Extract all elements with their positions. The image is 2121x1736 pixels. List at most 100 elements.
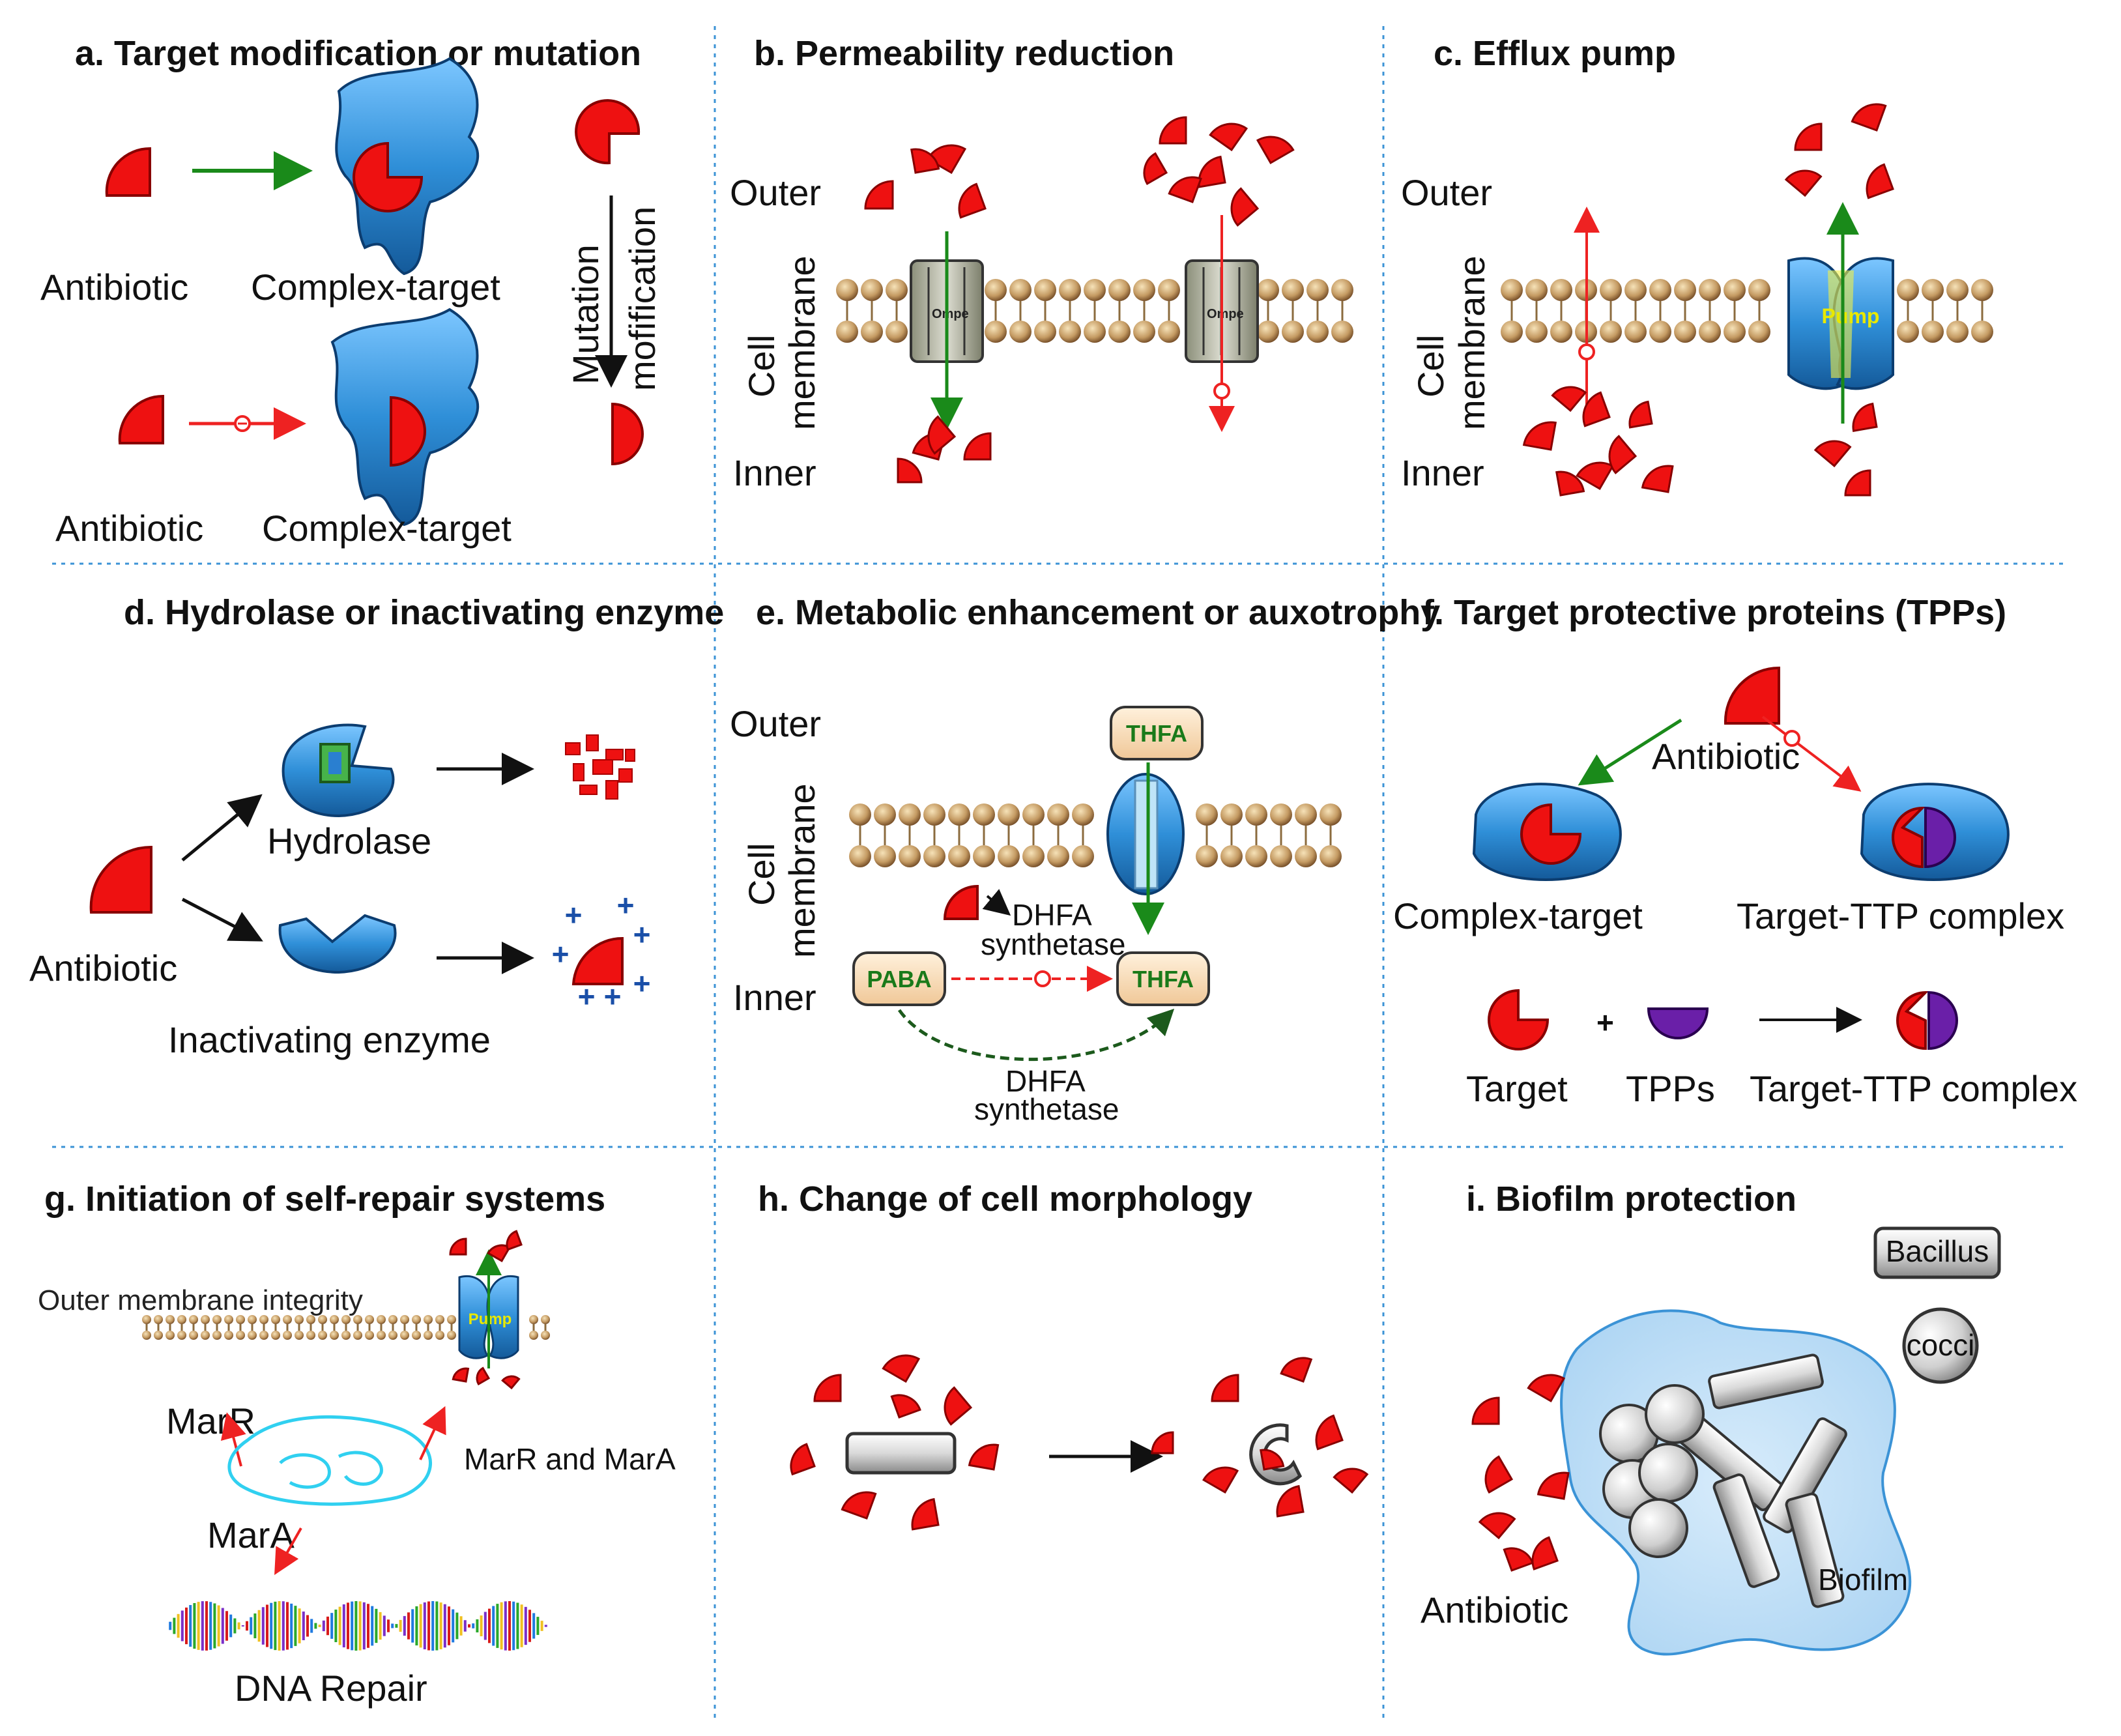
antibiotic-wedge	[897, 457, 923, 484]
lipid-head	[1047, 845, 1069, 867]
lipid-head	[1649, 279, 1671, 301]
lipid-head	[177, 1331, 186, 1340]
lipid-head	[1748, 321, 1770, 343]
lipid-bilayer-g	[142, 1315, 550, 1340]
lipid-head	[365, 1315, 374, 1324]
target-shape-small	[1488, 989, 1550, 1050]
membrane-label-c: membrane	[1451, 255, 1492, 430]
lipid-head	[1525, 321, 1548, 343]
lipid-head	[1034, 321, 1056, 343]
lipid-head	[529, 1331, 538, 1340]
lipid-head	[259, 1315, 268, 1324]
antibiotic-wedge	[1151, 1431, 1174, 1454]
antibiotic-wedge	[958, 182, 987, 219]
lipid-head	[923, 803, 945, 826]
inner-label-c: Inner	[1401, 452, 1484, 493]
complex-target-label-top: Complex-target	[251, 267, 500, 308]
lipid-head	[1220, 845, 1243, 867]
lipid-head	[341, 1331, 351, 1340]
panel-a-title: a. Target modification or mutation	[75, 34, 641, 73]
biofilm-bacteria	[1599, 1353, 1847, 1608]
lipid-head	[1331, 321, 1353, 343]
synthetase-label-bottom: synthetase	[974, 1092, 1119, 1126]
panel-g: g. Initiation of self-repair systems Out…	[38, 1179, 676, 1709]
modification-groups: +++++++	[552, 888, 651, 1013]
antibiotic-wedge	[841, 1491, 877, 1520]
lipid-head	[541, 1315, 550, 1324]
lipid-head	[212, 1315, 222, 1324]
lipid-head	[1270, 803, 1292, 826]
biofilm-label: Biofilm	[1818, 1563, 1908, 1597]
antibiotic-molecules-g	[449, 1230, 523, 1390]
antibiotic-wedge	[968, 1443, 1000, 1471]
antibiotic-wedge	[1198, 155, 1226, 188]
lipid-head	[1724, 279, 1746, 301]
lipid-head	[271, 1315, 280, 1324]
lipid-head	[330, 1331, 339, 1340]
cocci-shape	[1902, 1307, 1979, 1384]
inner-label: Inner	[733, 452, 816, 493]
antibiotic-wedge	[1168, 176, 1202, 203]
mara-arrow	[274, 1527, 302, 1575]
antibiotic-wedge	[1531, 1536, 1559, 1570]
lipid-head	[1009, 279, 1032, 301]
lipid-head	[236, 1315, 245, 1324]
lipid-head	[318, 1315, 327, 1324]
substrate-core	[328, 752, 341, 774]
antibiotic-wedge	[1522, 421, 1557, 451]
lipid-head	[1331, 279, 1353, 301]
antibiotic-molecules-c	[1522, 103, 1894, 497]
lipid-head	[1748, 279, 1770, 301]
marr-label: MarR	[166, 1400, 255, 1441]
mutated-target-shape	[390, 396, 426, 467]
antibiotic-label-f: Antibiotic	[1652, 736, 1800, 777]
lipid-head	[886, 279, 908, 301]
plus-group-icon: +	[633, 966, 651, 1000]
inhibit-icon-b	[1213, 383, 1230, 399]
lipid-head	[1059, 321, 1081, 343]
lipid-head	[849, 845, 871, 867]
lipid-head	[1022, 803, 1045, 826]
lipid-head	[388, 1315, 397, 1324]
lipid-head	[1282, 321, 1304, 343]
lipid-head	[1624, 279, 1647, 301]
antibiotic-wedge	[449, 1237, 467, 1256]
lipid-head	[1306, 321, 1329, 343]
outer-label: Outer	[730, 172, 821, 213]
antibiotic-shape	[105, 147, 151, 197]
bacillus-shape	[1873, 1226, 2001, 1279]
inactivating-label: Inactivating enzyme	[168, 1019, 491, 1060]
antibiotic-wedge	[1852, 402, 1878, 432]
lipid-head	[973, 845, 995, 867]
lipid-head	[1320, 803, 1342, 826]
lipid-head	[236, 1331, 245, 1340]
lipid-head	[973, 803, 995, 826]
lipid-head	[1133, 321, 1155, 343]
mutated-target-shape-2	[611, 402, 644, 466]
lipid-head	[1724, 321, 1746, 343]
lipid-head	[353, 1331, 362, 1340]
lipid-head	[341, 1315, 351, 1324]
complex-target-label-f: Complex-target	[1393, 895, 1643, 936]
plus-sign: +	[1596, 1005, 1614, 1039]
lipid-head	[923, 845, 945, 867]
antibiotic-wedge	[1260, 1449, 1285, 1471]
antibiotic-wedge	[1471, 1396, 1500, 1425]
lipid-head	[1600, 321, 1622, 343]
plus-group-icon: +	[633, 918, 651, 951]
porin-label-1: Ompe	[932, 307, 969, 321]
lipid-head	[412, 1331, 421, 1340]
plus-group-icon: +	[565, 898, 583, 932]
antibiotic-wedge	[1256, 136, 1295, 165]
lipid-head	[412, 1315, 421, 1324]
lipid-head	[874, 845, 896, 867]
outer-label-e: Outer	[730, 703, 821, 744]
hydrolyzed-fragments	[565, 734, 635, 800]
lipid-head	[836, 279, 858, 301]
lipid-head	[1282, 279, 1304, 301]
panel-h-title: h. Change of cell morphology	[758, 1179, 1252, 1219]
lipid-head	[283, 1331, 292, 1340]
antibiotic-wedge	[1333, 1468, 1369, 1494]
antibiotic-wedge	[1784, 169, 1823, 197]
lipid-head	[1971, 279, 1993, 301]
